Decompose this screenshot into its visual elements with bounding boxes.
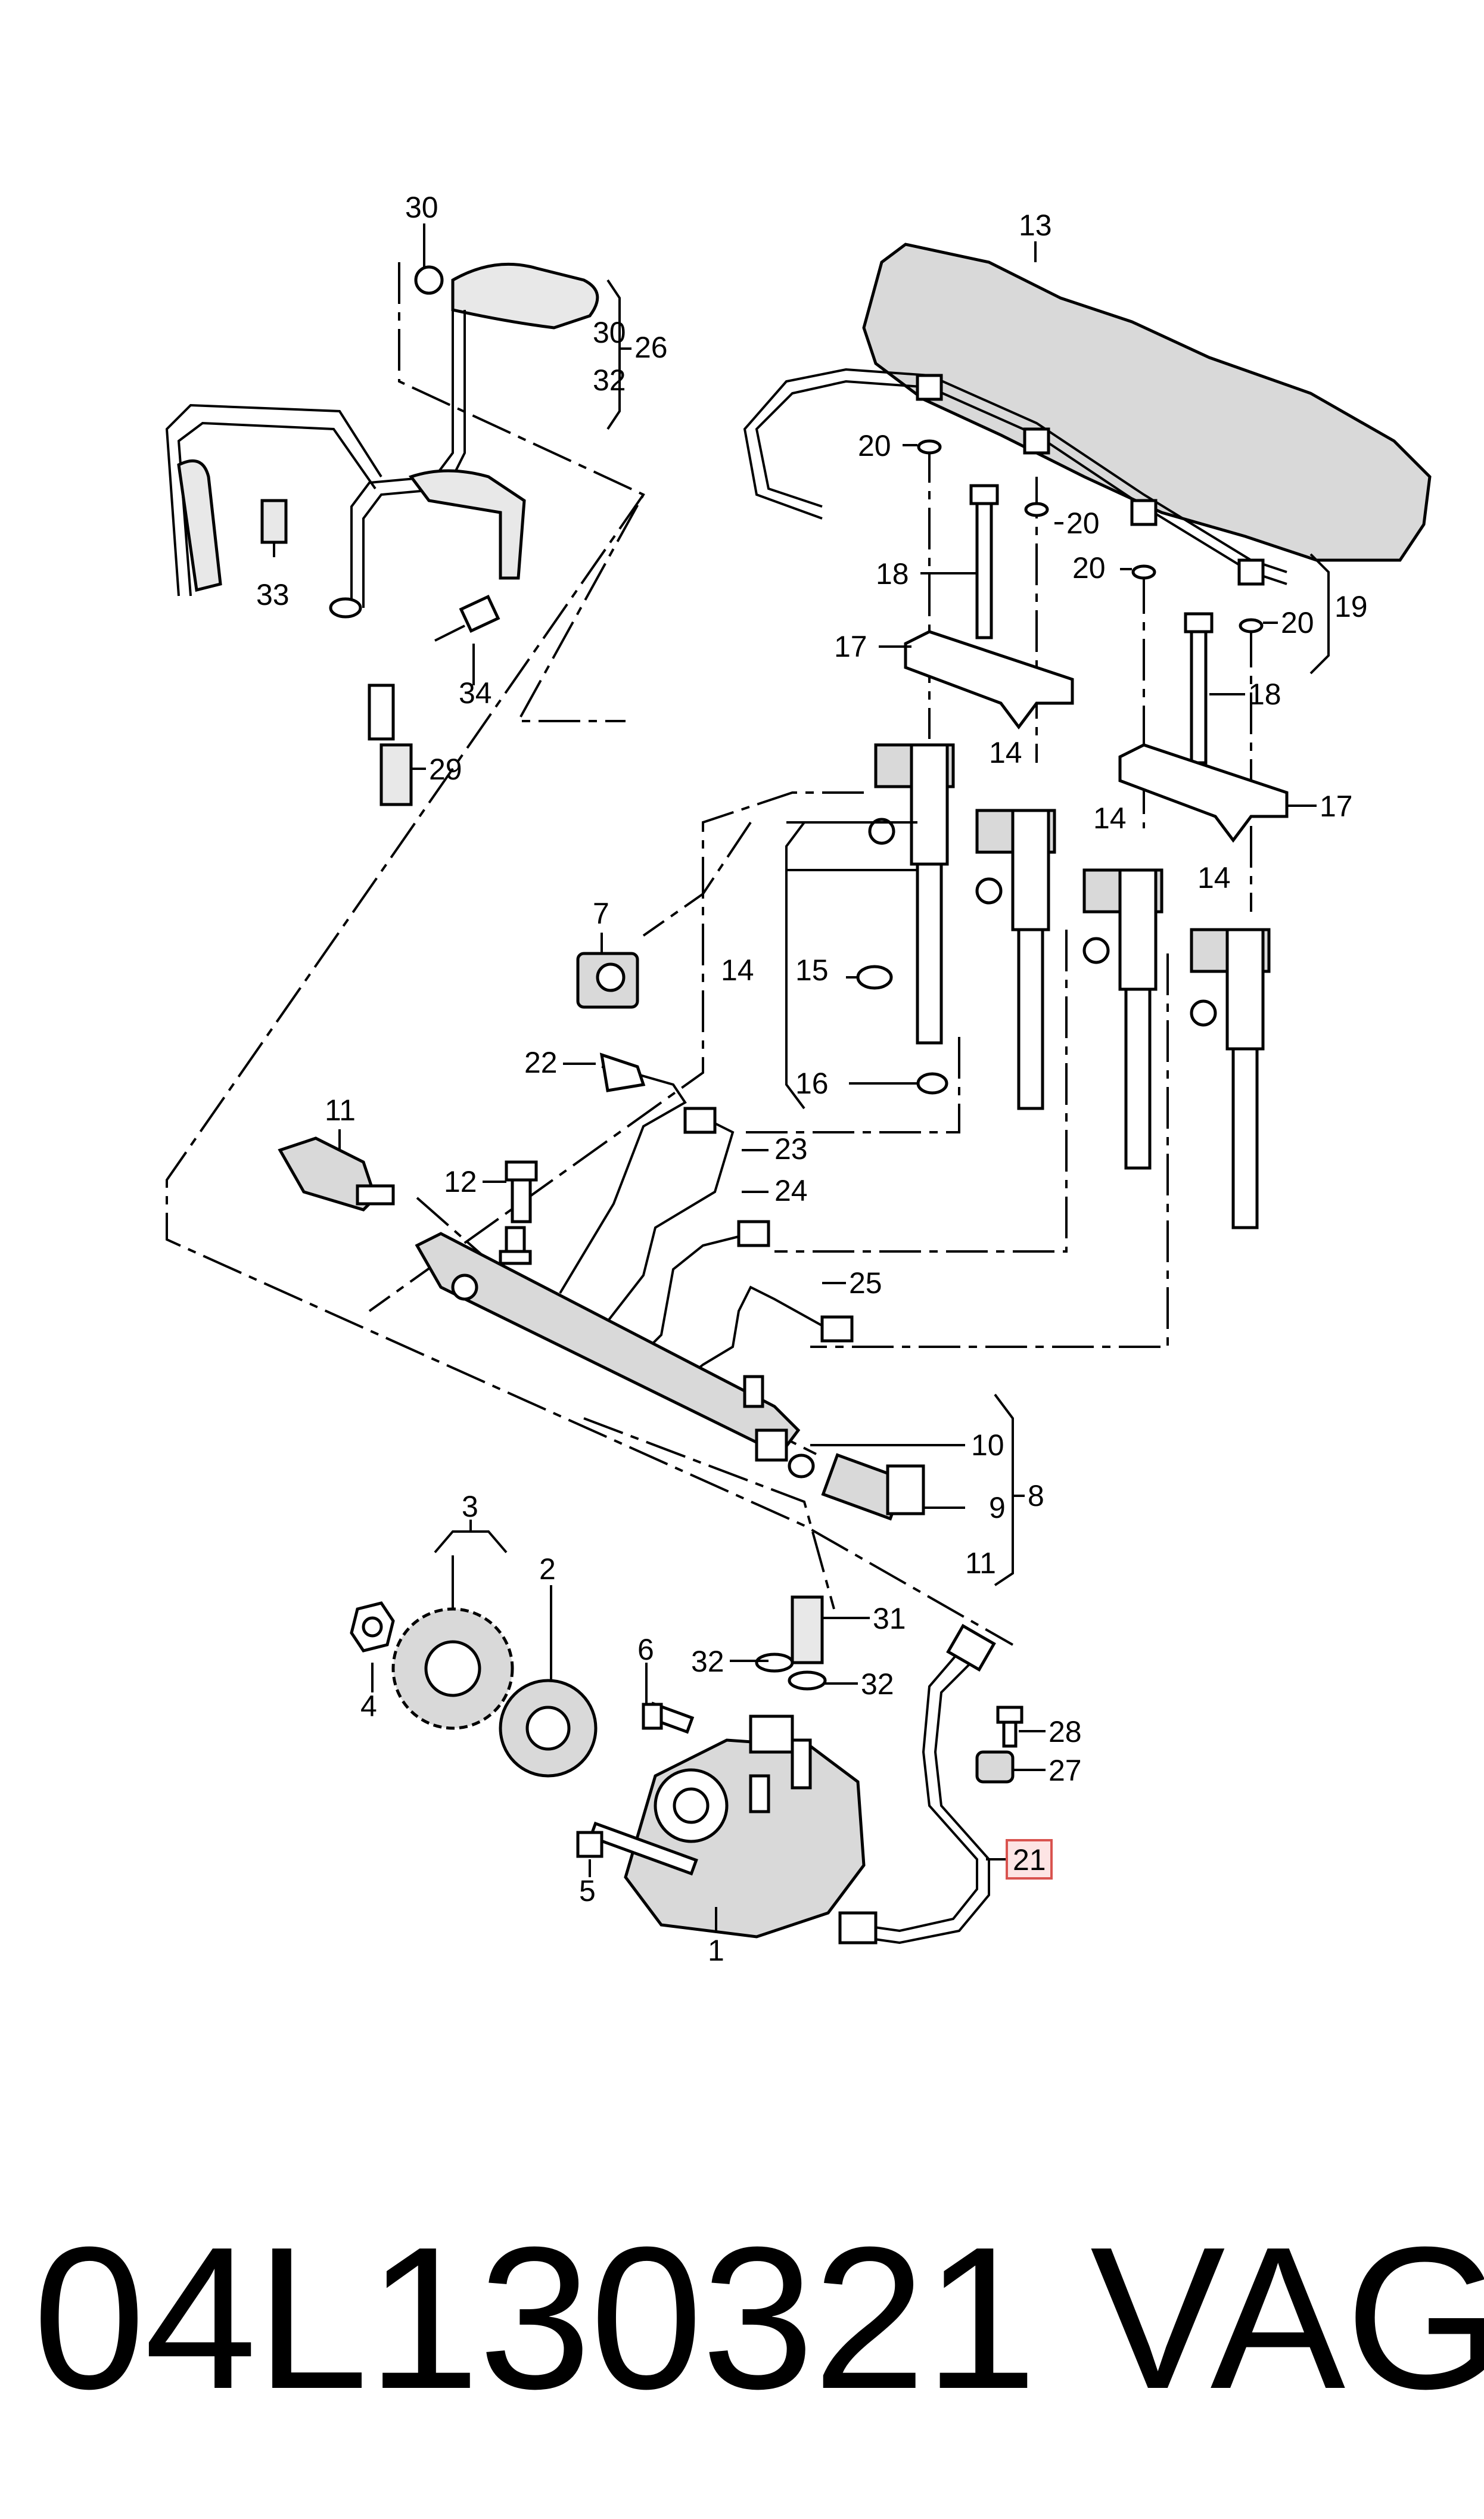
callout-31: 31 — [873, 1602, 906, 1635]
o-ring-15 — [856, 965, 893, 990]
callout-14: 14 — [1093, 802, 1127, 835]
clamps-17 — [904, 630, 1289, 843]
callout-32: 32 — [593, 364, 626, 397]
callout-14: 14 — [721, 953, 754, 987]
callout-6: 6 — [637, 1633, 654, 1666]
callout-23: 23 — [774, 1132, 808, 1166]
callout-11: 11 — [325, 1094, 356, 1127]
callout-20: 20 — [1072, 551, 1106, 585]
pressure-sensor-11 — [278, 1136, 395, 1212]
bolt-6 — [642, 1701, 695, 1734]
return-hose-assembly — [165, 262, 599, 806]
engine-cover-13 — [862, 243, 1432, 562]
bolt-12 — [505, 1160, 538, 1223]
high-pressure-pump-1 — [624, 1714, 866, 1939]
callout-20: 20 — [858, 429, 891, 462]
high-pressure-lines — [559, 1052, 854, 1390]
callout-32: 32 — [861, 1667, 894, 1701]
callout-14: 14 — [1197, 861, 1231, 894]
callout-20: 20 — [1066, 507, 1100, 540]
injector-14-2 — [975, 809, 1056, 1110]
callout-27: 27 — [1049, 1754, 1082, 1787]
callout-26: 26 — [634, 331, 668, 364]
callout-17: 17 — [1320, 790, 1353, 823]
high-pressure-line-21 — [838, 1623, 996, 1945]
hose-piece-29 — [379, 743, 413, 806]
callout-17: 17 — [834, 630, 867, 663]
part-number: 04L130321 — [33, 2205, 1037, 2431]
exploded-parts-diagram: 30 13 30 26 32 20 20 20 20 19 18 18 17 1… — [165, 191, 1432, 1967]
seal-washers-20 — [917, 439, 1264, 633]
brand-label: VAG — [1090, 2205, 1484, 2431]
injector-14-3 — [1082, 868, 1163, 1170]
injector-14-4 — [1190, 928, 1271, 1229]
highlight-box-21 — [1006, 1839, 1053, 1880]
callout-7: 7 — [593, 897, 609, 930]
callout-8: 8 — [1028, 1479, 1044, 1512]
callout-21: 21 — [1013, 1843, 1046, 1877]
nut-4 — [350, 1601, 395, 1653]
bolt-34 — [434, 594, 500, 642]
callout-3: 3 — [462, 1490, 478, 1523]
callout-18: 18 — [1248, 678, 1281, 711]
callout-14: 14 — [989, 736, 1022, 769]
screw-28 — [996, 1706, 1023, 1748]
callout-34: 34 — [459, 676, 492, 710]
callout-33: 33 — [256, 578, 290, 611]
callout-18: 18 — [876, 557, 909, 591]
callout-4: 4 — [360, 1689, 377, 1723]
callout-20: 20 — [1281, 606, 1314, 639]
bracket-27 — [975, 1750, 1015, 1784]
callout-19: 19 — [1334, 590, 1368, 623]
callout-30: 30 — [405, 191, 438, 224]
callout-29: 29 — [429, 753, 462, 786]
leader-lines — [273, 223, 1330, 1931]
callout-1: 1 — [708, 1934, 724, 1967]
callout-10: 10 — [971, 1428, 1004, 1462]
bolt-5 — [576, 1821, 698, 1876]
callout-13: 13 — [1019, 209, 1052, 242]
callout-24: 24 — [774, 1174, 808, 1207]
bolts-18 — [969, 484, 1214, 765]
callout-25: 25 — [849, 1266, 882, 1300]
sprocket-3 — [391, 1607, 514, 1730]
clamps-32 — [755, 1653, 827, 1691]
callout-30: 30 — [593, 316, 626, 349]
callout-15: 15 — [795, 953, 829, 987]
sensor-9 — [821, 1453, 925, 1521]
hose-fitting-31 — [791, 1595, 824, 1664]
hub-2 — [499, 1679, 598, 1778]
callout-11: 11 — [965, 1546, 996, 1580]
hose-piece-33 — [260, 499, 288, 544]
callout-9: 9 — [989, 1491, 1006, 1524]
callout-5: 5 — [579, 1874, 596, 1908]
callout-2: 2 — [539, 1552, 556, 1586]
callout-16: 16 — [795, 1067, 829, 1100]
hose-end — [368, 684, 395, 741]
leak-off-line-19 — [743, 368, 1287, 586]
injector-14-1 — [868, 743, 955, 1045]
callout-labels: 30 13 30 26 32 20 20 20 20 19 18 18 17 1… — [256, 191, 1368, 1967]
part-7 — [576, 952, 639, 1009]
rail-end — [755, 1428, 788, 1462]
hose-clamp-30 — [414, 265, 444, 295]
callout-12: 12 — [444, 1165, 477, 1198]
callout-32: 32 — [691, 1645, 724, 1678]
callout-28: 28 — [1049, 1715, 1082, 1748]
fuel-rail-8 — [415, 1226, 801, 1462]
sealing-ring-16 — [916, 1072, 948, 1095]
callout-22: 22 — [524, 1046, 558, 1079]
seal-10 — [788, 1453, 815, 1479]
